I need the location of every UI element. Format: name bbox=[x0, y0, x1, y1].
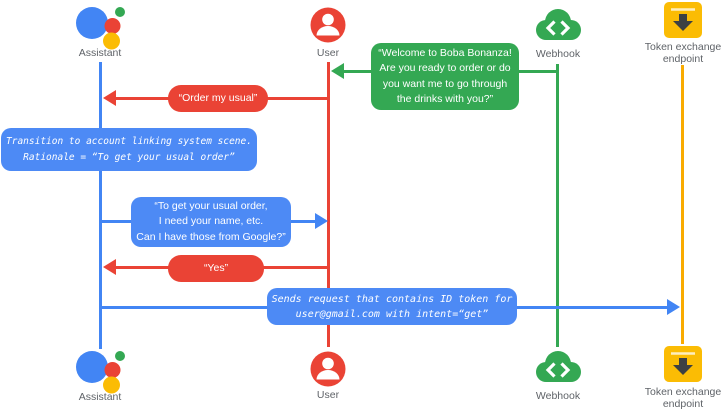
token-endpoint-label: Token exchange endpoint bbox=[644, 386, 722, 410]
user-lifeline bbox=[327, 62, 330, 347]
webhook-icon bbox=[536, 351, 581, 382]
webhook-label: Webhook bbox=[535, 48, 581, 60]
webhook-welcome-message: “Welcome to Boba Bonanza! Are you ready … bbox=[371, 43, 519, 110]
user-yes-message: “Yes” bbox=[168, 255, 264, 282]
token-endpoint-icon bbox=[664, 346, 702, 382]
assistant-icon bbox=[76, 351, 125, 394]
arrowhead-right-icon bbox=[667, 299, 680, 315]
token-endpoint-label: Token exchange endpoint bbox=[644, 41, 722, 65]
webhook-icon bbox=[536, 9, 581, 40]
assistant-label: Assistant bbox=[78, 47, 122, 59]
webhook-label: Webhook bbox=[535, 390, 581, 402]
assistant-request-info-message: “To get your usual order, I need your na… bbox=[131, 197, 291, 247]
user-icon bbox=[310, 351, 346, 387]
webhook-lifeline bbox=[556, 64, 559, 347]
user-label: User bbox=[316, 389, 340, 401]
token-endpoint-icon bbox=[664, 2, 702, 38]
arrowhead-left-icon bbox=[331, 63, 344, 79]
sends-id-token-note: Sends request that contains ID token for… bbox=[267, 288, 517, 325]
user-order-message: “Order my usual” bbox=[168, 85, 268, 112]
token-endpoint-lifeline bbox=[681, 65, 684, 344]
arrowhead-left-icon bbox=[103, 259, 116, 275]
assistant-label: Assistant bbox=[78, 391, 122, 403]
user-icon bbox=[310, 7, 346, 43]
assistant-lifeline bbox=[99, 62, 102, 349]
arrowhead-right-icon bbox=[315, 213, 328, 229]
user-label: User bbox=[316, 47, 340, 59]
arrowhead-left-icon bbox=[103, 90, 116, 106]
assistant-icon bbox=[76, 7, 125, 50]
system-transition-note: Transition to account linking system sce… bbox=[1, 128, 257, 171]
